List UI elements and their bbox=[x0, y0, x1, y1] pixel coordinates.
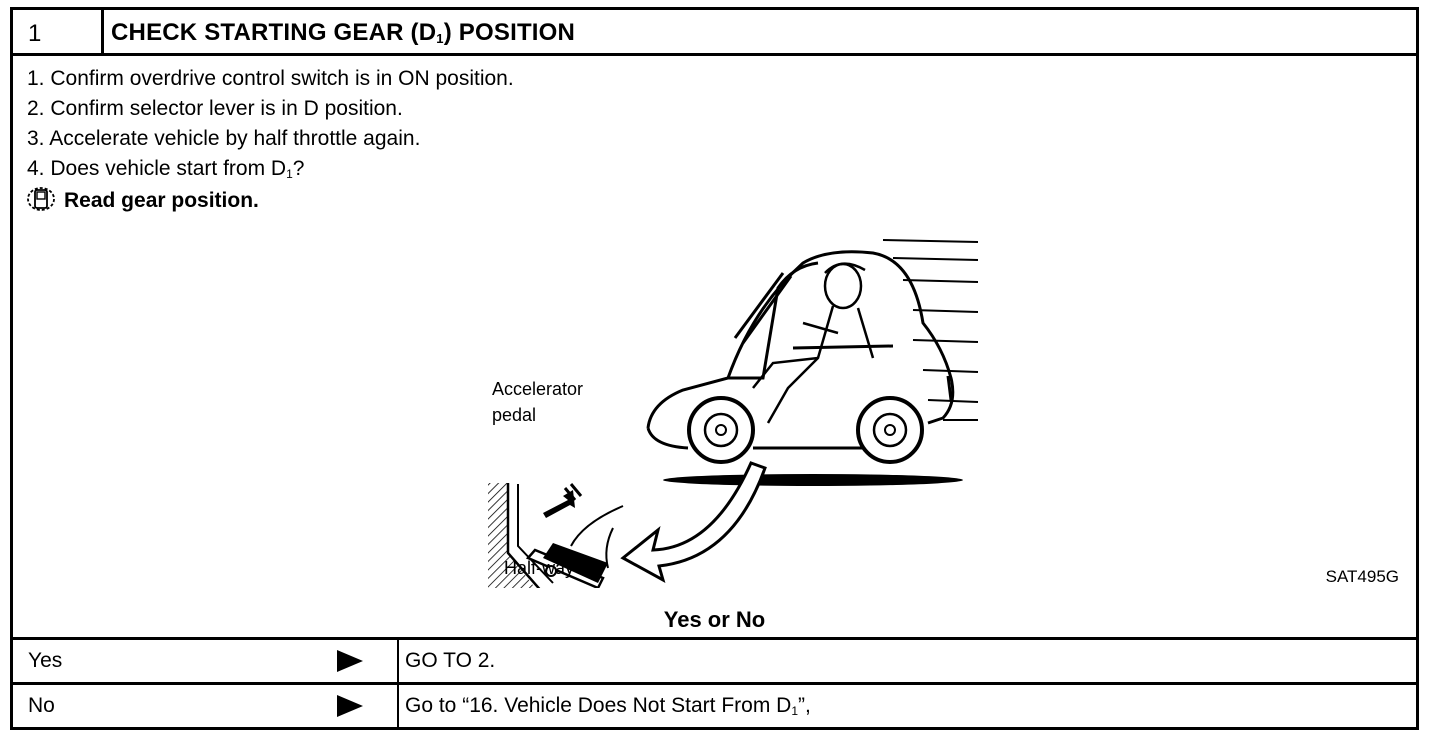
right-triangle-arrow-icon bbox=[337, 695, 363, 717]
instruction-1: 1. Confirm overdrive control switch is i… bbox=[27, 67, 514, 90]
curved-arrow-icon bbox=[620, 461, 767, 584]
caption-halfway: Half-way bbox=[504, 558, 575, 578]
step-title-main: CHECK STARTING GEAR (D bbox=[111, 19, 437, 46]
answer-row-no: No Go to “16. Vehicle Does Not Start Fro… bbox=[13, 682, 1416, 730]
car-shadow bbox=[663, 474, 963, 486]
instruction-4-main: 4. Does vehicle start from D bbox=[27, 157, 287, 180]
speed-lines bbox=[882, 239, 979, 421]
question-yes-or-no: Yes or No bbox=[663, 607, 766, 632]
answer-label-yes: Yes bbox=[28, 649, 63, 672]
answer-divider bbox=[397, 685, 399, 730]
accelerator-illustration bbox=[488, 239, 979, 588]
answer-action-no-main: Go to “16. Vehicle Does Not Start From D bbox=[405, 694, 792, 717]
caption-accelerator-line1: Accelerator bbox=[492, 379, 584, 399]
caption-accelerator-line2: pedal bbox=[492, 405, 537, 425]
step-title: CHECK STARTING GEAR (D1) POSITION bbox=[111, 19, 575, 47]
answer-divider bbox=[397, 640, 399, 682]
car-body bbox=[646, 250, 955, 450]
read-gear-position-line: Read gear position. bbox=[26, 186, 259, 213]
read-line-text: Read gear position. bbox=[64, 189, 259, 212]
step-header: 1 CHECK STARTING GEAR (D1) POSITION bbox=[13, 10, 1416, 56]
answer-action-no-end: ”, bbox=[798, 694, 811, 717]
header-divider bbox=[101, 10, 104, 53]
instruction-4-end: ? bbox=[292, 157, 305, 180]
inspection-step-table: 1 CHECK STARTING GEAR (D1) POSITION 1. C… bbox=[10, 7, 1419, 730]
instruction-3: 3. Accelerate vehicle by half throttle a… bbox=[27, 127, 421, 150]
step-body: 1. Confirm overdrive control switch is i… bbox=[13, 56, 1416, 640]
answer-row-yes: Yes GO TO 2. bbox=[13, 637, 1416, 682]
instruction-4: 4. Does vehicle start from D1? bbox=[27, 157, 304, 181]
instruction-4-subscript: 1 bbox=[286, 167, 293, 181]
instruction-2: 2. Confirm selector lever is in D positi… bbox=[27, 97, 403, 120]
car-wheels bbox=[687, 396, 924, 464]
right-triangle-arrow-icon bbox=[337, 650, 363, 672]
answer-action-no: Go to “16. Vehicle Does Not Start From D… bbox=[405, 694, 811, 718]
consult-monitor-icon bbox=[27, 187, 55, 211]
answer-label-no: No bbox=[28, 694, 55, 717]
pedal-inset bbox=[488, 483, 624, 588]
step-title-subscript: 1 bbox=[436, 31, 444, 46]
answer-action-yes: GO TO 2. bbox=[405, 649, 496, 672]
driver-figure bbox=[752, 262, 875, 424]
step-number: 1 bbox=[28, 20, 42, 47]
figure-code: SAT495G bbox=[1325, 567, 1399, 586]
answer-action-no-subscript: 1 bbox=[791, 704, 799, 718]
step-title-end: ) POSITION bbox=[443, 19, 576, 46]
